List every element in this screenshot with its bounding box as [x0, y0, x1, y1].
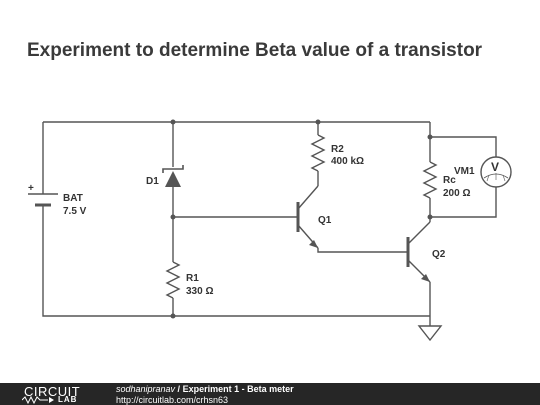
wires: [42, 121, 497, 326]
resistor-rc: [422, 161, 438, 199]
q1-label: Q1: [318, 215, 332, 226]
transistor-q2: [406, 221, 431, 283]
resistor-r1: [165, 261, 181, 299]
circuit-schematic: + BAT 7.5 V D1 R1 330 Ω R2 400 kΩ Rc 200…: [28, 119, 512, 342]
circuitlab-logo-top: CIRCUIT: [24, 384, 81, 399]
voltmeter-vm1: [480, 156, 512, 188]
page-title: Experiment to determine Beta value of a …: [27, 40, 483, 61]
circuitlab-logo-bottom: LAB: [58, 395, 78, 404]
footer-project[interactable]: Experiment 1 - Beta meter: [182, 384, 294, 394]
transistor-q1: [296, 185, 319, 249]
d1-label: D1: [146, 176, 159, 187]
r1-value: 330 Ω: [186, 286, 213, 297]
footer-separator: /: [175, 384, 183, 394]
resistor-r2: [310, 134, 326, 172]
r2-value: 400 kΩ: [331, 156, 364, 167]
q2-label: Q2: [432, 249, 446, 260]
rc-value: 200 Ω: [443, 188, 470, 199]
zener-diode-d1: [162, 165, 184, 187]
ground-symbol: [417, 325, 443, 342]
footer-credit: sodhanipranav / Experiment 1 - Beta mete…: [116, 384, 294, 394]
battery-value: 7.5 V: [63, 206, 87, 217]
footer-url[interactable]: http://circuitlab.com/crhsn63: [116, 395, 229, 405]
rc-label: Rc: [443, 175, 456, 186]
battery-plus-sign: +: [28, 183, 34, 194]
r2-label: R2: [331, 144, 344, 155]
battery-symbol: [28, 193, 58, 207]
battery-label: BAT: [63, 193, 83, 204]
footer-author[interactable]: sodhanipranav: [116, 384, 176, 394]
junction-dots: [170, 119, 433, 319]
voltmeter-symbol: V: [491, 160, 499, 174]
vm1-label: VM1: [454, 166, 475, 177]
r1-label: R1: [186, 273, 199, 284]
footer-bar: CIRCUIT LAB sodhanipranav / Experiment 1…: [0, 383, 540, 405]
circuitlab-logo-icon: [22, 396, 54, 404]
